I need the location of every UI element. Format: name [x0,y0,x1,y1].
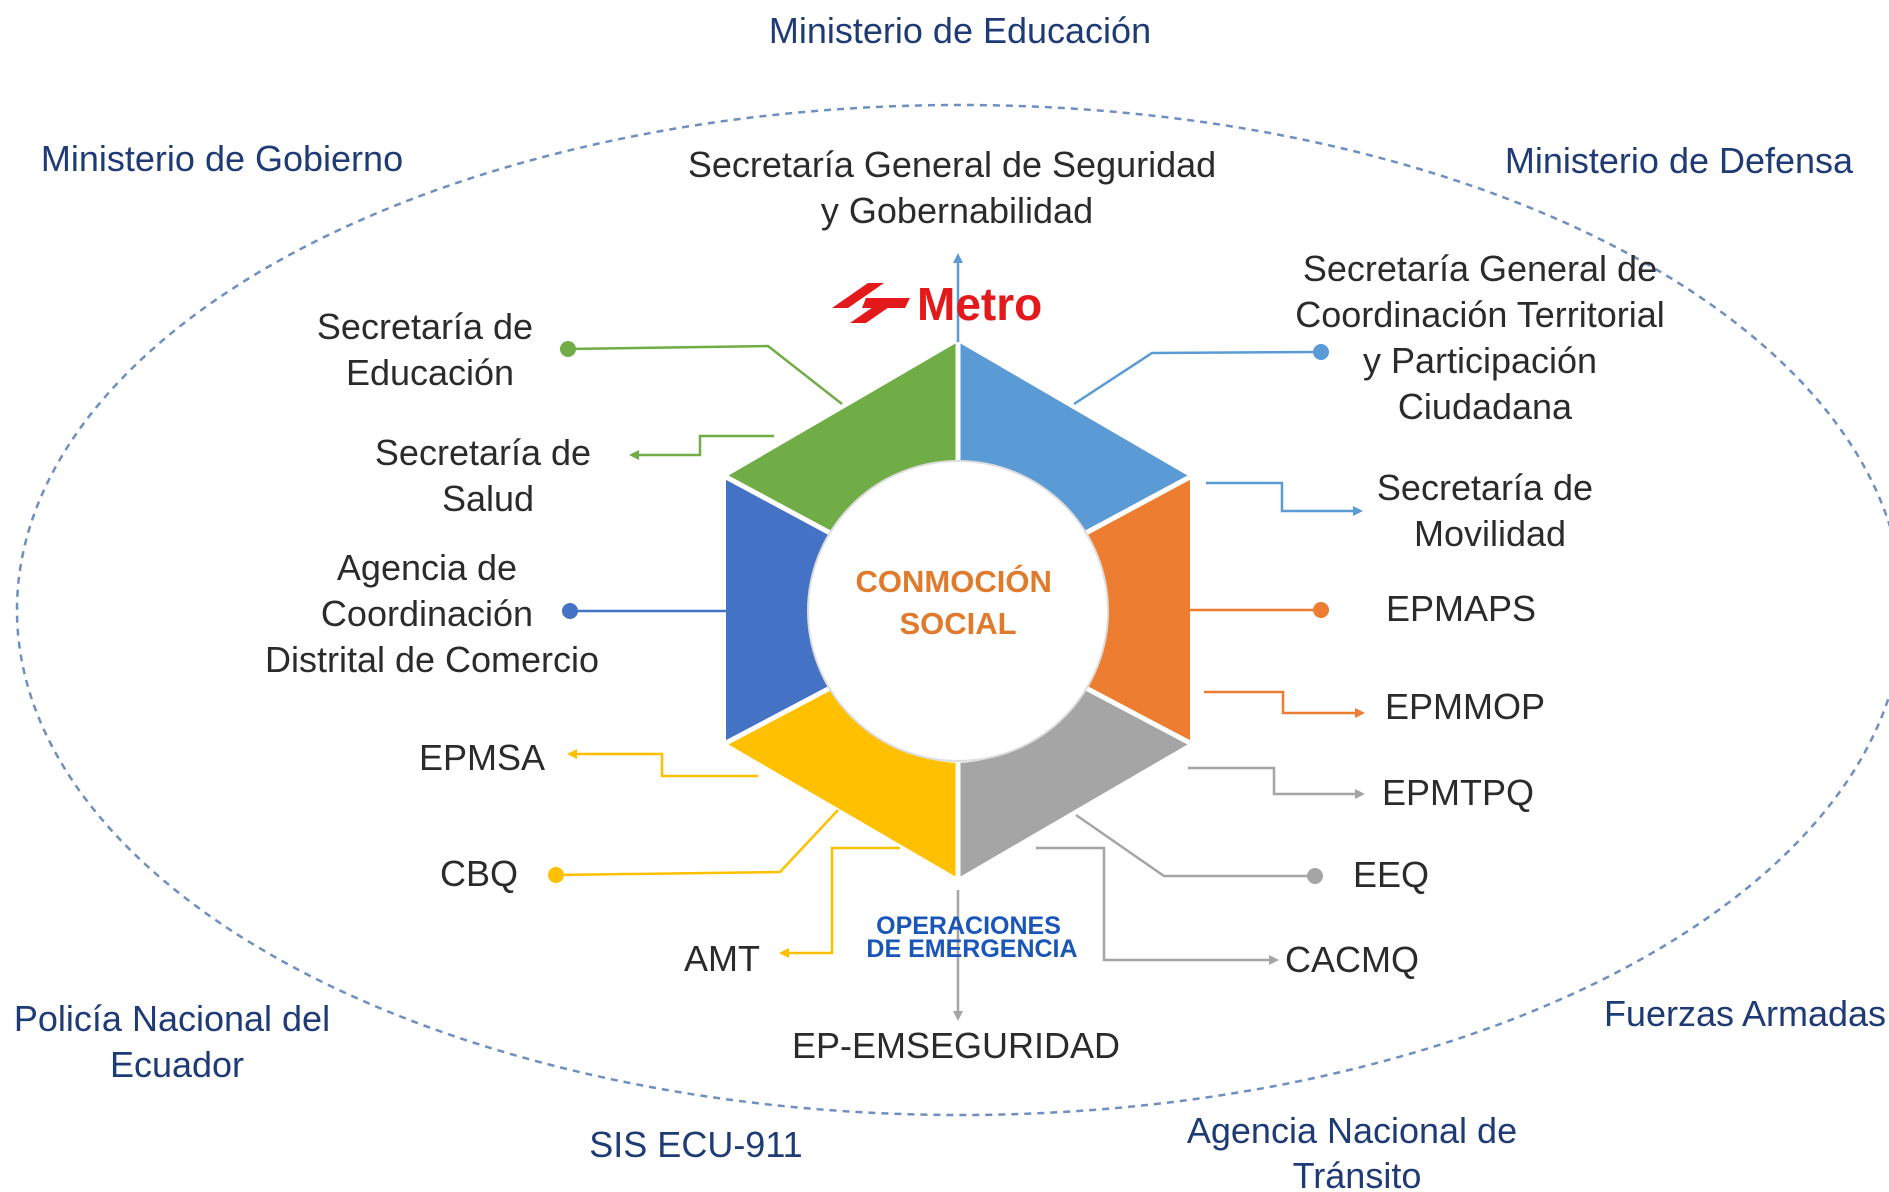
entity-line: CBQ [440,853,518,894]
metro-logo: Metro [832,278,1042,330]
entity-line: EP-EMSEGURIDAD [792,1025,1120,1066]
entity-cacmq: CACMQ [1285,939,1419,980]
connector-line [1188,766,1365,799]
entity-epmmop: EPMMOP [1385,686,1545,727]
entity-agencia-comercio: Agencia de Coordinación Distrital de Com… [265,547,599,680]
outer-entity-line: SIS ECU-911 [589,1124,802,1165]
entity-ep-emseguridad: EP-EMSEGURIDAD [792,1025,1120,1066]
entity-epmsa: EPMSA [419,737,545,778]
entity-line: Ciudadana [1398,386,1573,427]
entity-line: Secretaría de [1377,467,1593,508]
connectors [548,253,1365,1021]
entity-line: EPMMOP [1385,686,1545,727]
outer-entity-sis-ecu-911: SIS ECU-911 [589,1124,802,1165]
connector-line [629,434,774,460]
metro-logo-mark [832,283,910,323]
outer-entity-line: Tránsito [1293,1155,1422,1192]
hex-segment-blue [958,342,1190,534]
connector-line [567,749,758,778]
outer-entity-line: Ecuador [110,1044,244,1085]
entity-line: Salud [442,478,534,519]
entity-epmaps: EPMAPS [1386,588,1536,629]
connector-line [1073,350,1322,406]
entity-line: CACMQ [1285,939,1419,980]
outer-entity-line: Ministerio de Defensa [1505,140,1854,181]
outer-entity-line: Ministerio de Educación [769,10,1151,51]
entity-cbq: CBQ [440,853,518,894]
entity-eeq: EEQ [1353,854,1429,895]
entity-line: Secretaría General de [1303,248,1657,289]
connector-dot [1313,344,1329,360]
outer-entity-agencia-nacional-transito: Agencia Nacional de Tránsito [1187,1110,1527,1192]
operaciones-logo-line: OPERACIONES [876,912,1061,940]
outer-entity-line: Ministerio de Gobierno [41,138,403,179]
entity-line: Secretaría General de Seguridad [688,144,1216,185]
center-label: CONMOCIÓN SOCIAL [856,563,1061,641]
connector-dot [560,341,576,357]
center-circle [807,460,1109,762]
entity-line: Secretaría de [317,306,533,347]
connector-line [1075,813,1315,878]
outer-entity-ministerio-gobierno: Ministerio de Gobierno [41,138,403,179]
hex-segment-green [726,342,958,534]
entity-line: EPMTPQ [1382,772,1534,813]
entity-secretaria-coordinacion-territorial: Secretaría General de Coordinación Terri… [1295,248,1675,427]
outer-entity-line: Policía Nacional del [14,998,330,1039]
outer-entity-ministerio-defensa: Ministerio de Defensa [1505,140,1854,181]
entity-line: Educación [346,352,514,393]
hex-segment-orange [1084,477,1190,743]
connector-dot [548,867,564,883]
entity-line: Distrital de Comercio [265,639,599,680]
entity-line: EEQ [1353,854,1429,895]
center-label-line: SOCIAL [899,606,1016,641]
entity-line: Coordinación [321,593,533,634]
entity-amt: AMT [684,938,760,979]
connector-line [567,344,843,405]
entity-epmtpq: EPMTPQ [1382,772,1534,813]
center-label-line: CONMOCIÓN [856,563,1052,599]
entity-line: y Gobernabilidad [821,190,1093,231]
operaciones-emergencia-logo: OPERACIONES DE EMERGENCIA [866,912,1077,963]
entity-line: Secretaría de [375,432,591,473]
entity-line: AMT [684,938,760,979]
outer-entity-ministerio-educacion: Ministerio de Educación [769,10,1151,51]
metro-logo-text: Metro [917,278,1042,330]
entity-line: Agencia de [337,547,517,588]
connector-line [779,846,900,958]
connector-line [1036,846,1279,965]
outer-ring [16,103,1889,1117]
entity-secretaria-seguridad: Secretaría General de Seguridad y Gobern… [688,144,1226,231]
operaciones-logo-line: DE EMERGENCIA [866,935,1077,963]
entity-secretaria-educacion: Secretaría de Educación [317,306,543,393]
connector-line [555,809,839,877]
hex-segment-dark-blue [726,477,832,743]
entity-line: EPMSA [419,737,545,778]
entity-secretaria-salud: Secretaría de Salud [375,432,601,519]
entity-line: y Participación [1363,340,1597,381]
connector-dot [1307,868,1323,884]
entity-secretaria-movilidad: Secretaría de Movilidad [1377,467,1603,554]
connector-dot [1313,602,1329,618]
entity-line: EPMAPS [1386,588,1536,629]
connector-line [1204,690,1365,718]
entity-line: Movilidad [1414,513,1566,554]
outer-entity-fuerzas-armadas: Fuerzas Armadas [1604,993,1886,1034]
outer-entity-line: Agencia Nacional de [1187,1110,1517,1151]
hex-segment-gray [958,687,1190,878]
connector-line [1206,481,1363,516]
entity-line: Coordinación Territorial [1295,294,1665,335]
hexagon [724,342,1192,878]
outer-entity-policia-nacional: Policía Nacional del Ecuador [14,998,340,1085]
connector-dot [562,603,578,619]
outer-entity-line: Fuerzas Armadas [1604,993,1886,1034]
hex-segment-yellow [726,687,958,878]
